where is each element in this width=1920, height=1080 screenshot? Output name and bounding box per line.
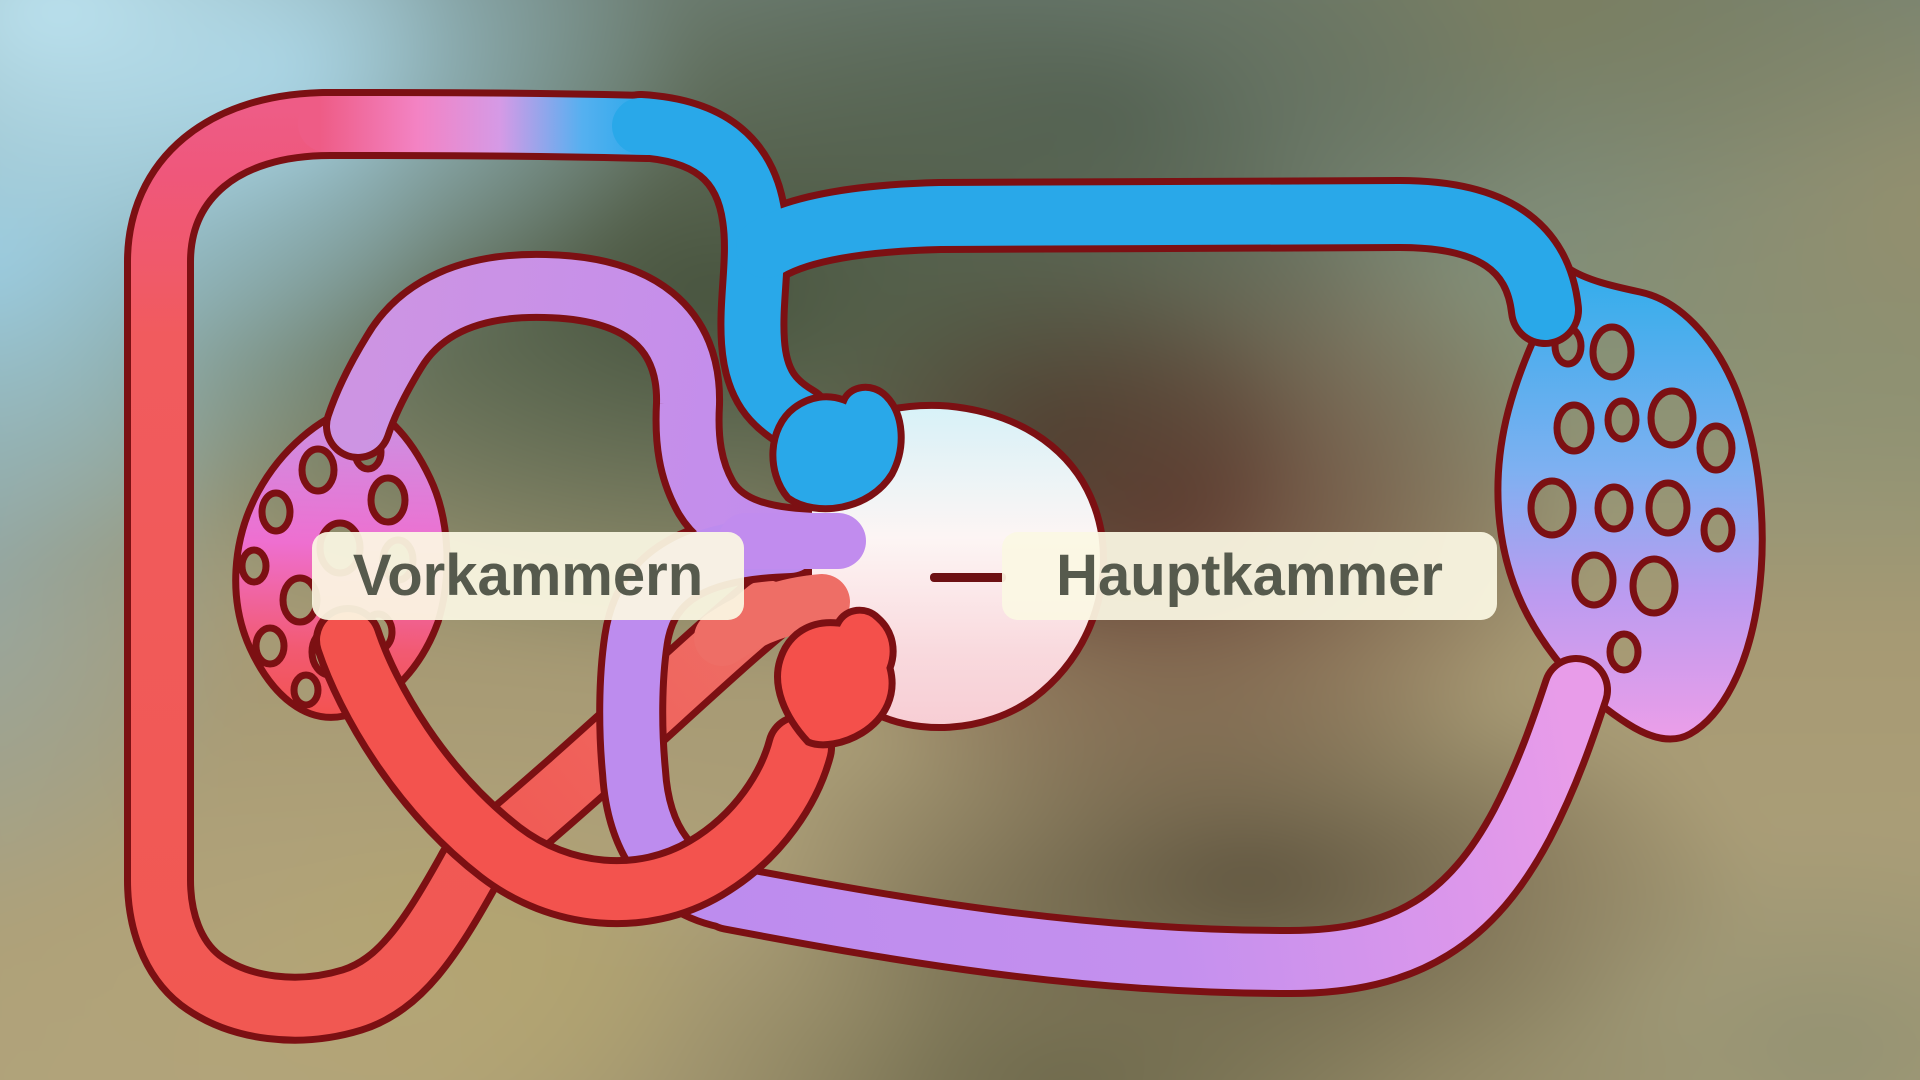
label-vorkammern: Vorkammern xyxy=(312,532,744,620)
bottom-tube xyxy=(702,662,1604,991)
pulmonary-arch xyxy=(330,257,854,569)
salmon-mouth xyxy=(694,574,850,666)
body-return-tube xyxy=(736,183,1575,340)
label-hauptkammer: Hauptkammer xyxy=(1002,532,1497,620)
vessel-mouths xyxy=(694,513,866,666)
top-tube xyxy=(298,96,676,155)
pulmonary-vein-vessel xyxy=(313,605,835,928)
hauptkammer-pointer-line xyxy=(930,573,1006,582)
atrium-deoxygenated xyxy=(769,383,905,513)
body-capillary-network xyxy=(1494,262,1766,743)
left-loop xyxy=(131,96,498,1037)
heart-atria xyxy=(769,383,905,749)
atrium-oxygenated xyxy=(774,606,897,749)
pulmonary-vein xyxy=(320,612,828,921)
label-hauptkammer-text: Hauptkammer xyxy=(1056,543,1443,608)
label-vorkammern-text: Vorkammern xyxy=(352,543,704,608)
